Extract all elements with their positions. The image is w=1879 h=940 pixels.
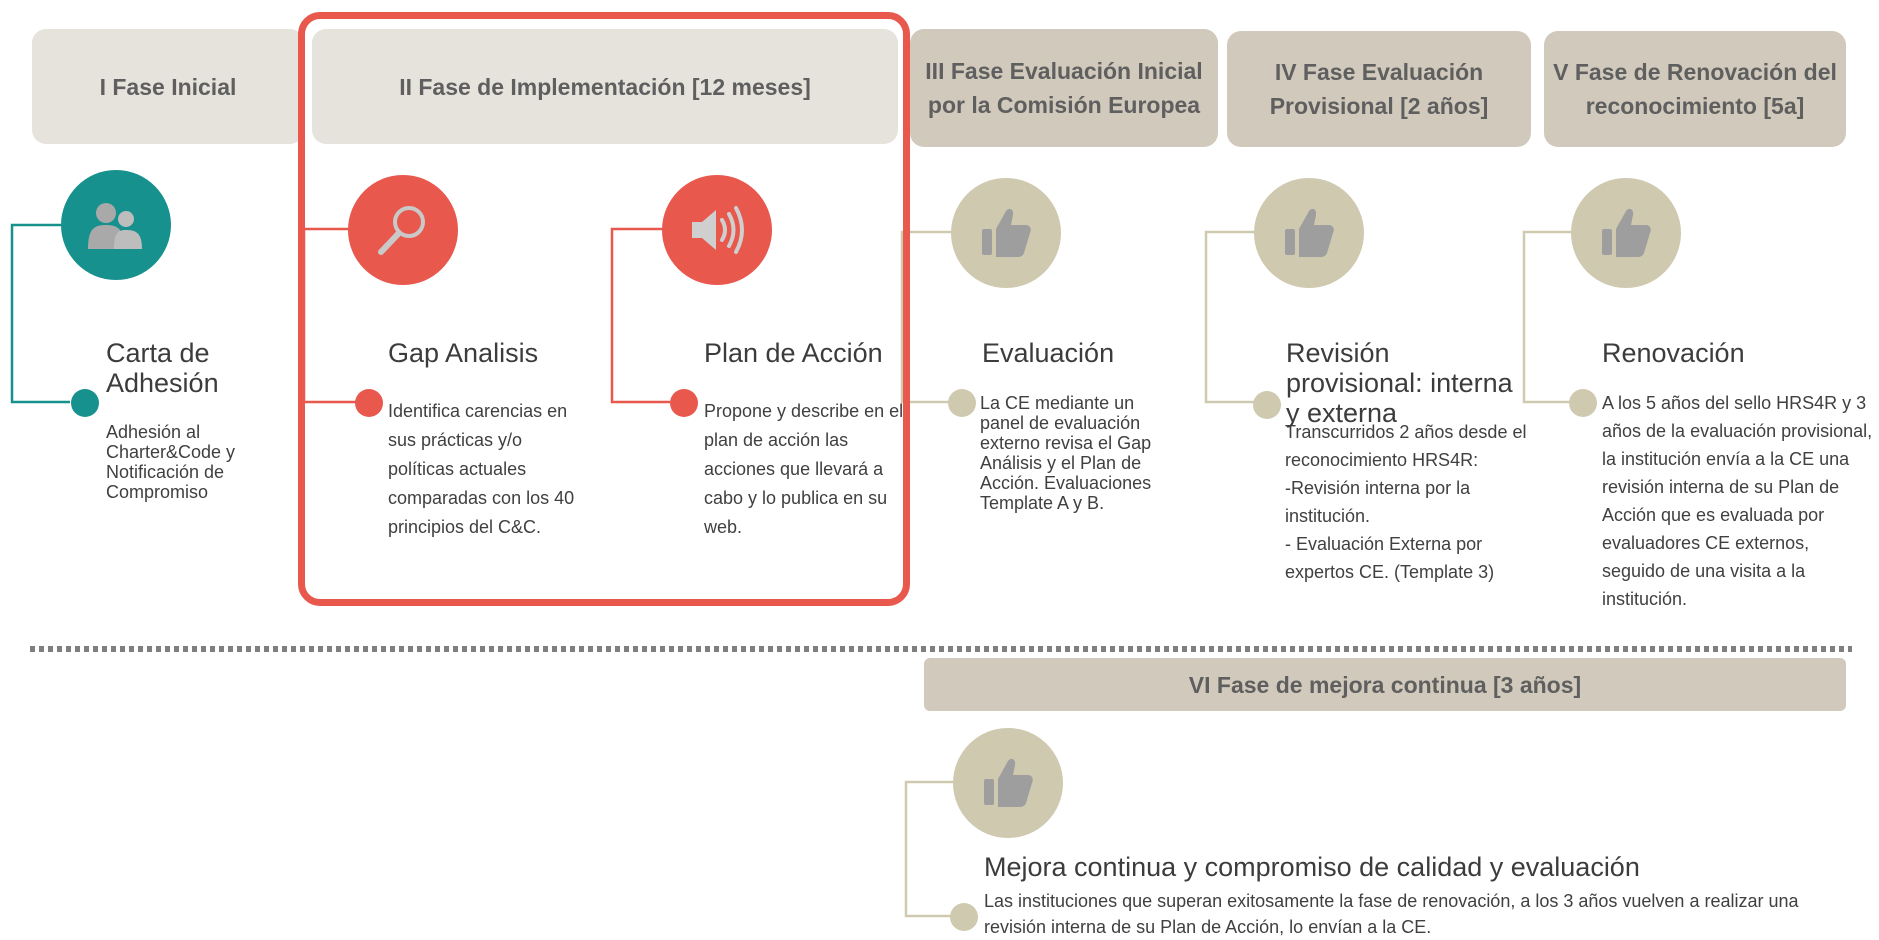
phase-4-header: IV Fase Evaluación Provisional [2 años] xyxy=(1227,31,1531,147)
phase-4-label: IV Fase Evaluación Provisional [2 años] xyxy=(1269,59,1489,119)
plan-desc: Propone y describe en el plan de acción … xyxy=(704,401,904,537)
evaluacion-dot xyxy=(948,389,976,417)
phase-2-highlight-frame xyxy=(298,12,910,606)
thumbs-up-icon xyxy=(1285,208,1334,257)
thumbs-up-icon xyxy=(982,208,1031,257)
revision-circle xyxy=(1254,178,1364,288)
renovacion-circle xyxy=(1571,178,1681,288)
renovacion-title: Renovación xyxy=(1602,338,1745,368)
phase-1-header: I Fase Inicial xyxy=(32,29,304,144)
phase-6-label: VI Fase de mejora continua [3 años] xyxy=(1188,671,1582,698)
phase-2-label: II Fase de Implementación [12 meses] xyxy=(399,73,811,100)
revision-desc-line: - Evaluación Externa por expertos CE. (T… xyxy=(1285,534,1495,582)
phase-1-label: I Fase Inicial xyxy=(99,73,237,100)
phase-5-label: V Fase de Renovación del reconocimiento … xyxy=(1553,59,1837,119)
mejora-title: Mejora continua y compromiso de calidad … xyxy=(984,852,1640,882)
carta-title: Carta de Adhesión xyxy=(106,338,219,398)
speaker-icon xyxy=(692,206,744,254)
mejora-circle xyxy=(953,728,1063,838)
phase-2-header: II Fase de Implementación [12 meses] xyxy=(312,29,898,144)
revision-title: Revisión provisional: interna y externa xyxy=(1286,338,1513,428)
phase-3-header: III Fase Evaluación Inicial por la Comis… xyxy=(910,29,1218,147)
gap-dot xyxy=(355,389,383,417)
carta-desc: Adhesión al Charter&Code y Notificación … xyxy=(106,422,236,502)
carta-dot xyxy=(71,389,99,417)
carta-circle xyxy=(61,170,171,280)
phase-6-header: VI Fase de mejora continua [3 años] xyxy=(924,658,1846,711)
phase-3-label: III Fase Evaluación Inicial por la Comis… xyxy=(925,58,1203,118)
revision-desc: Transcurridos 2 años desde el reconocimi… xyxy=(1285,418,1547,586)
plan-dot xyxy=(670,389,698,417)
evaluacion-connector xyxy=(900,230,952,404)
magnifier-icon xyxy=(378,206,425,255)
revision-connector xyxy=(1204,230,1256,404)
gap-desc: Identifica carencias en sus prácticas y/… xyxy=(388,401,575,537)
gap-circle xyxy=(348,175,458,285)
thumbs-up-icon xyxy=(984,758,1033,807)
renovacion-desc: A los 5 años del sello HRS4R y 3 años de… xyxy=(1602,393,1873,609)
plan-title: Plan de Acción xyxy=(704,338,883,368)
thumbs-up-icon xyxy=(1602,208,1651,257)
plan-circle xyxy=(662,175,772,285)
evaluacion-title: Evaluación xyxy=(982,338,1115,368)
mejora-dot xyxy=(950,903,978,931)
plan-connector xyxy=(610,227,670,404)
mejora-desc: Las instituciones que superan exitosamen… xyxy=(984,891,1799,937)
renovacion-connector xyxy=(1522,230,1572,404)
mejora-connector xyxy=(904,780,955,918)
revision-desc-line: -Revisión interna por la institución. xyxy=(1285,478,1471,526)
people-icon xyxy=(88,203,142,249)
evaluacion-circle xyxy=(951,178,1061,288)
phase-5-header: V Fase de Renovación del reconocimiento … xyxy=(1544,31,1846,147)
carta-connector xyxy=(10,223,70,404)
renovacion-dot xyxy=(1569,389,1597,417)
revision-desc-line: Transcurridos 2 años desde el reconocimi… xyxy=(1285,422,1527,470)
evaluacion-desc: La CE mediante un panel de evaluación ex… xyxy=(980,393,1152,513)
gap-title: Gap Analisis xyxy=(388,338,539,368)
revision-dot xyxy=(1253,391,1281,419)
